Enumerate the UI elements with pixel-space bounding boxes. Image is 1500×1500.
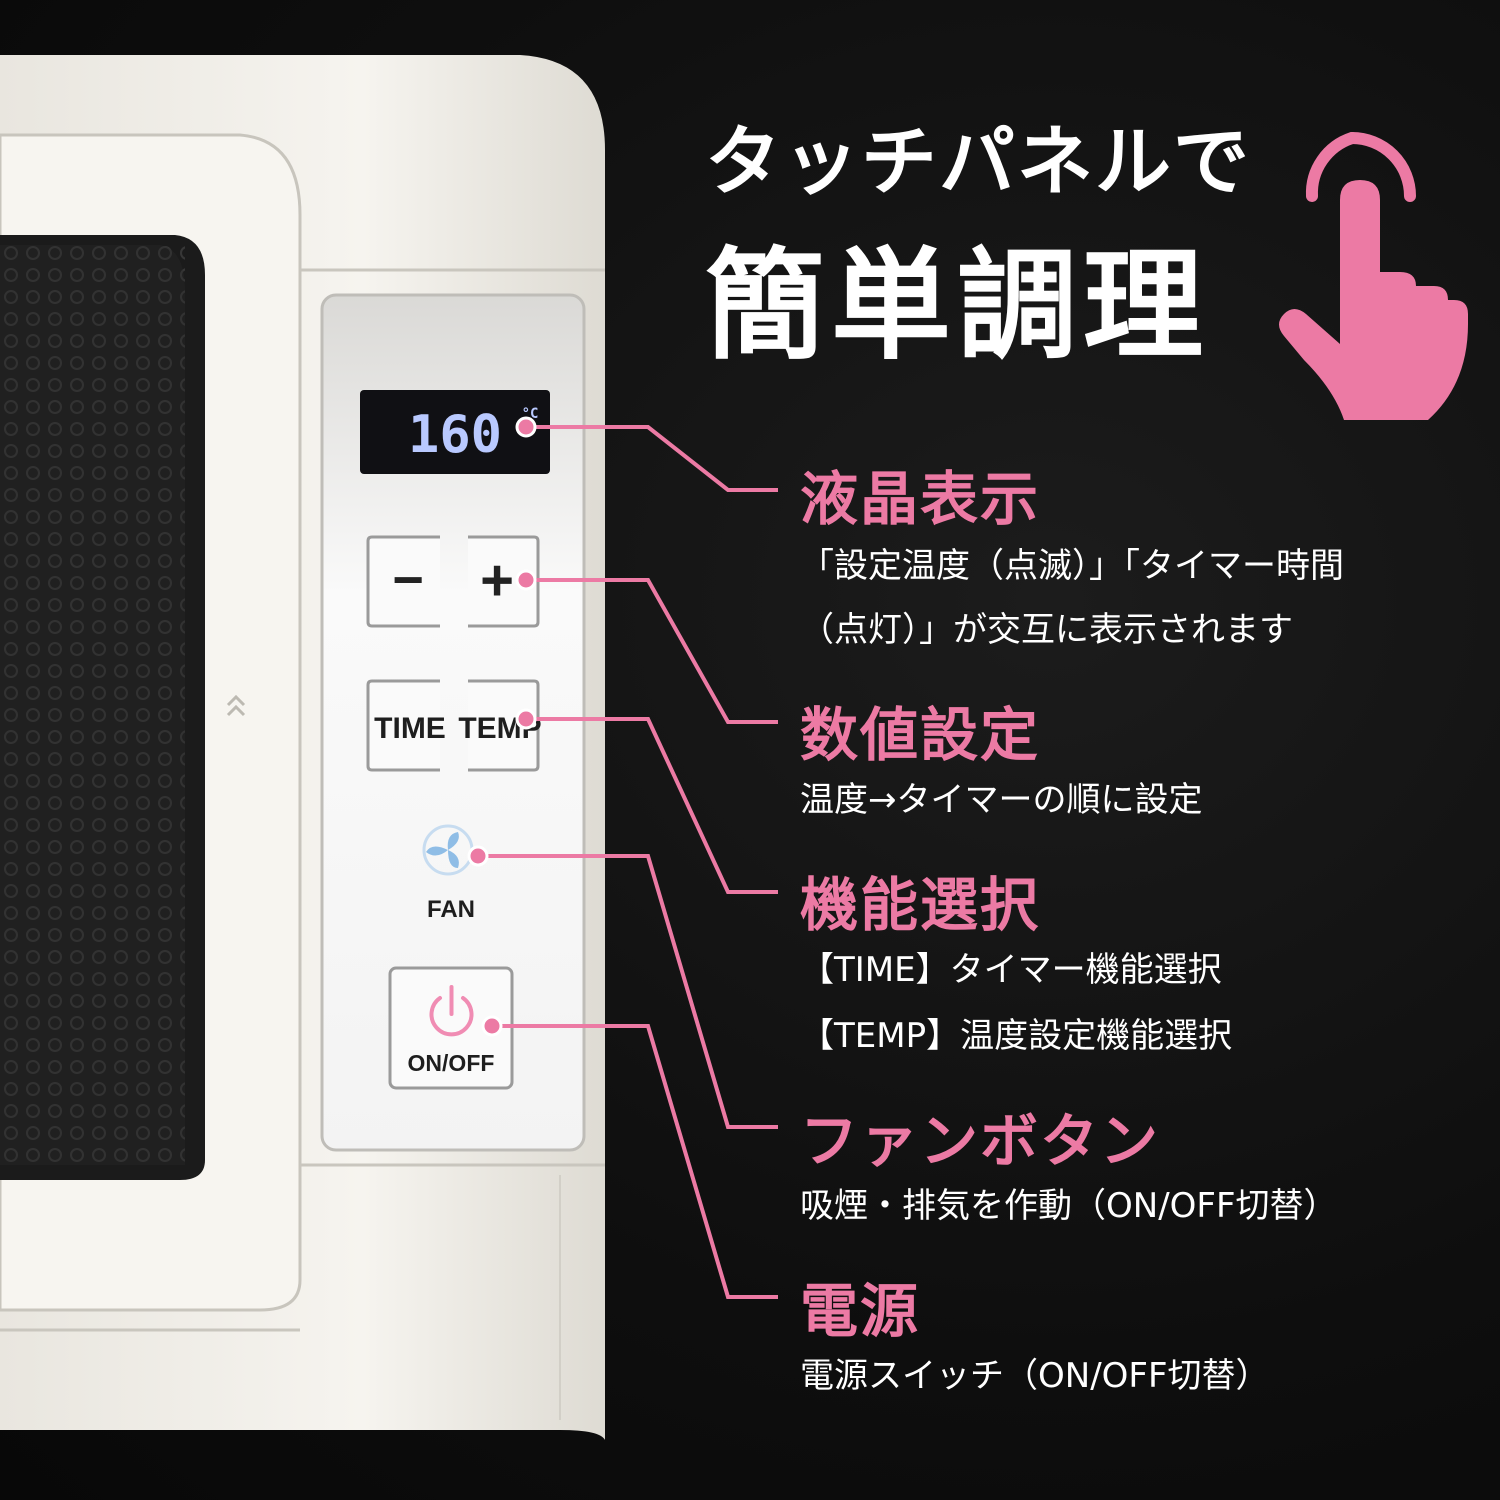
feature-desc-function-1: 【TIME】タイマー機能選択 xyxy=(800,950,1222,990)
callout-dot-power xyxy=(481,1015,503,1037)
control-panel xyxy=(320,293,586,1152)
power-label: ON/OFF xyxy=(408,1050,495,1076)
feature-desc-function-2: 【TEMP】温度設定機能選択 xyxy=(800,1016,1233,1056)
power-button[interactable]: ON/OFF xyxy=(388,966,514,1090)
callout-dot-lcd xyxy=(515,416,537,438)
feature-desc-power: 電源スイッチ（ON/OFF切替） xyxy=(800,1356,1270,1396)
feature-desc-lcd-2: （点灯）」が交互に表示されます xyxy=(800,610,1293,650)
feature-desc-lcd-1: 「設定温度（点滅）」「タイマー時間 xyxy=(800,546,1344,586)
window-texture xyxy=(0,245,185,1170)
callout-dots xyxy=(467,416,537,1037)
callout-lines xyxy=(480,425,778,1299)
plus-button[interactable]: + xyxy=(468,535,540,628)
hand-pointer-icon xyxy=(1279,132,1468,420)
time-button[interactable]: TIME xyxy=(366,679,446,772)
fan-button[interactable]: FAN xyxy=(422,824,475,923)
headline-main: 簡単調理 xyxy=(705,237,1209,376)
minus-button[interactable]: − xyxy=(366,535,440,628)
callout-line-value xyxy=(528,578,778,724)
feature-desc-value: 温度→タイマーの順に設定 xyxy=(800,780,1203,820)
power-icon xyxy=(429,985,474,1037)
callout-line-fan xyxy=(480,854,778,1129)
feature-title-value: 数値設定 xyxy=(800,701,1041,769)
feature-title-fan: ファンボタン xyxy=(800,1107,1161,1175)
feature-title-lcd: 液晶表示 xyxy=(800,465,1041,533)
minus-symbol: − xyxy=(392,550,424,610)
callout-line-power xyxy=(494,1024,778,1299)
feature-title-power: 電源 xyxy=(800,1277,921,1345)
time-label: TIME xyxy=(374,712,446,745)
temp-button[interactable]: TEMP xyxy=(458,679,542,772)
headline-sub: タッチパネルで xyxy=(705,117,1251,206)
callout-dot-fan xyxy=(467,845,489,867)
callout-dot-value xyxy=(515,569,537,591)
feature-desc-fan: 吸煙・排気を作動（ON/OFF切替） xyxy=(800,1186,1338,1226)
plus-symbol: + xyxy=(480,548,514,613)
fan-label: FAN xyxy=(427,896,475,923)
callout-line-lcd xyxy=(528,425,778,492)
lcd-value: 160 xyxy=(408,405,502,465)
lcd-display: 160 °C xyxy=(360,390,550,474)
callout-dot-function xyxy=(515,708,537,730)
feature-title-function: 機能選択 xyxy=(800,871,1041,939)
callout-line-function xyxy=(528,717,778,894)
